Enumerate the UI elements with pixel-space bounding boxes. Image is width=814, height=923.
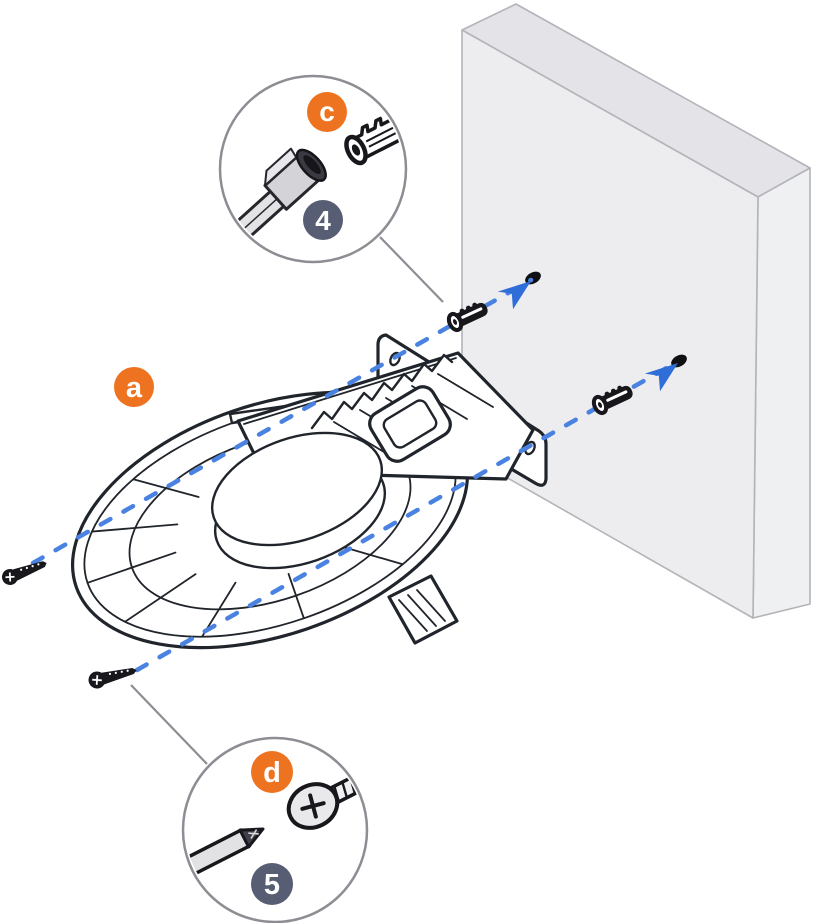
screw-bottom	[88, 668, 137, 689]
direction-arrow-top-icon	[497, 281, 531, 310]
callout-hammer-anchor: c 4	[218, 74, 444, 303]
bracket-center-disc	[210, 431, 387, 570]
alignment-guides	[30, 277, 680, 673]
badge-part-a: a	[114, 367, 154, 407]
bracket-clip-tab	[387, 574, 459, 645]
mounting-bracket	[70, 333, 548, 650]
direction-arrow-bottom-icon	[644, 363, 678, 392]
callout-top-leader	[379, 236, 444, 303]
guide-line-bottom	[134, 359, 680, 673]
badge-part-c: c	[307, 92, 347, 132]
badge-part-d: d	[251, 751, 293, 793]
wall-anchor-bottom	[591, 385, 633, 416]
clip-tab-ribs	[398, 589, 446, 632]
wall	[461, 3, 811, 619]
screw-left	[2, 561, 47, 585]
callout-bottom-leader	[130, 684, 208, 765]
wall-anchor-top	[446, 302, 488, 333]
wall-side-face	[752, 167, 811, 619]
bracket-fins	[310, 353, 454, 430]
guide-line-top	[30, 277, 534, 566]
callout-screwdriver-screw: d 5	[130, 684, 369, 923]
badge-step-4: 4	[303, 200, 343, 240]
badge-step-5: 5	[251, 863, 293, 905]
screwdriver-icon	[186, 827, 265, 894]
bracket-cutout	[368, 385, 452, 463]
